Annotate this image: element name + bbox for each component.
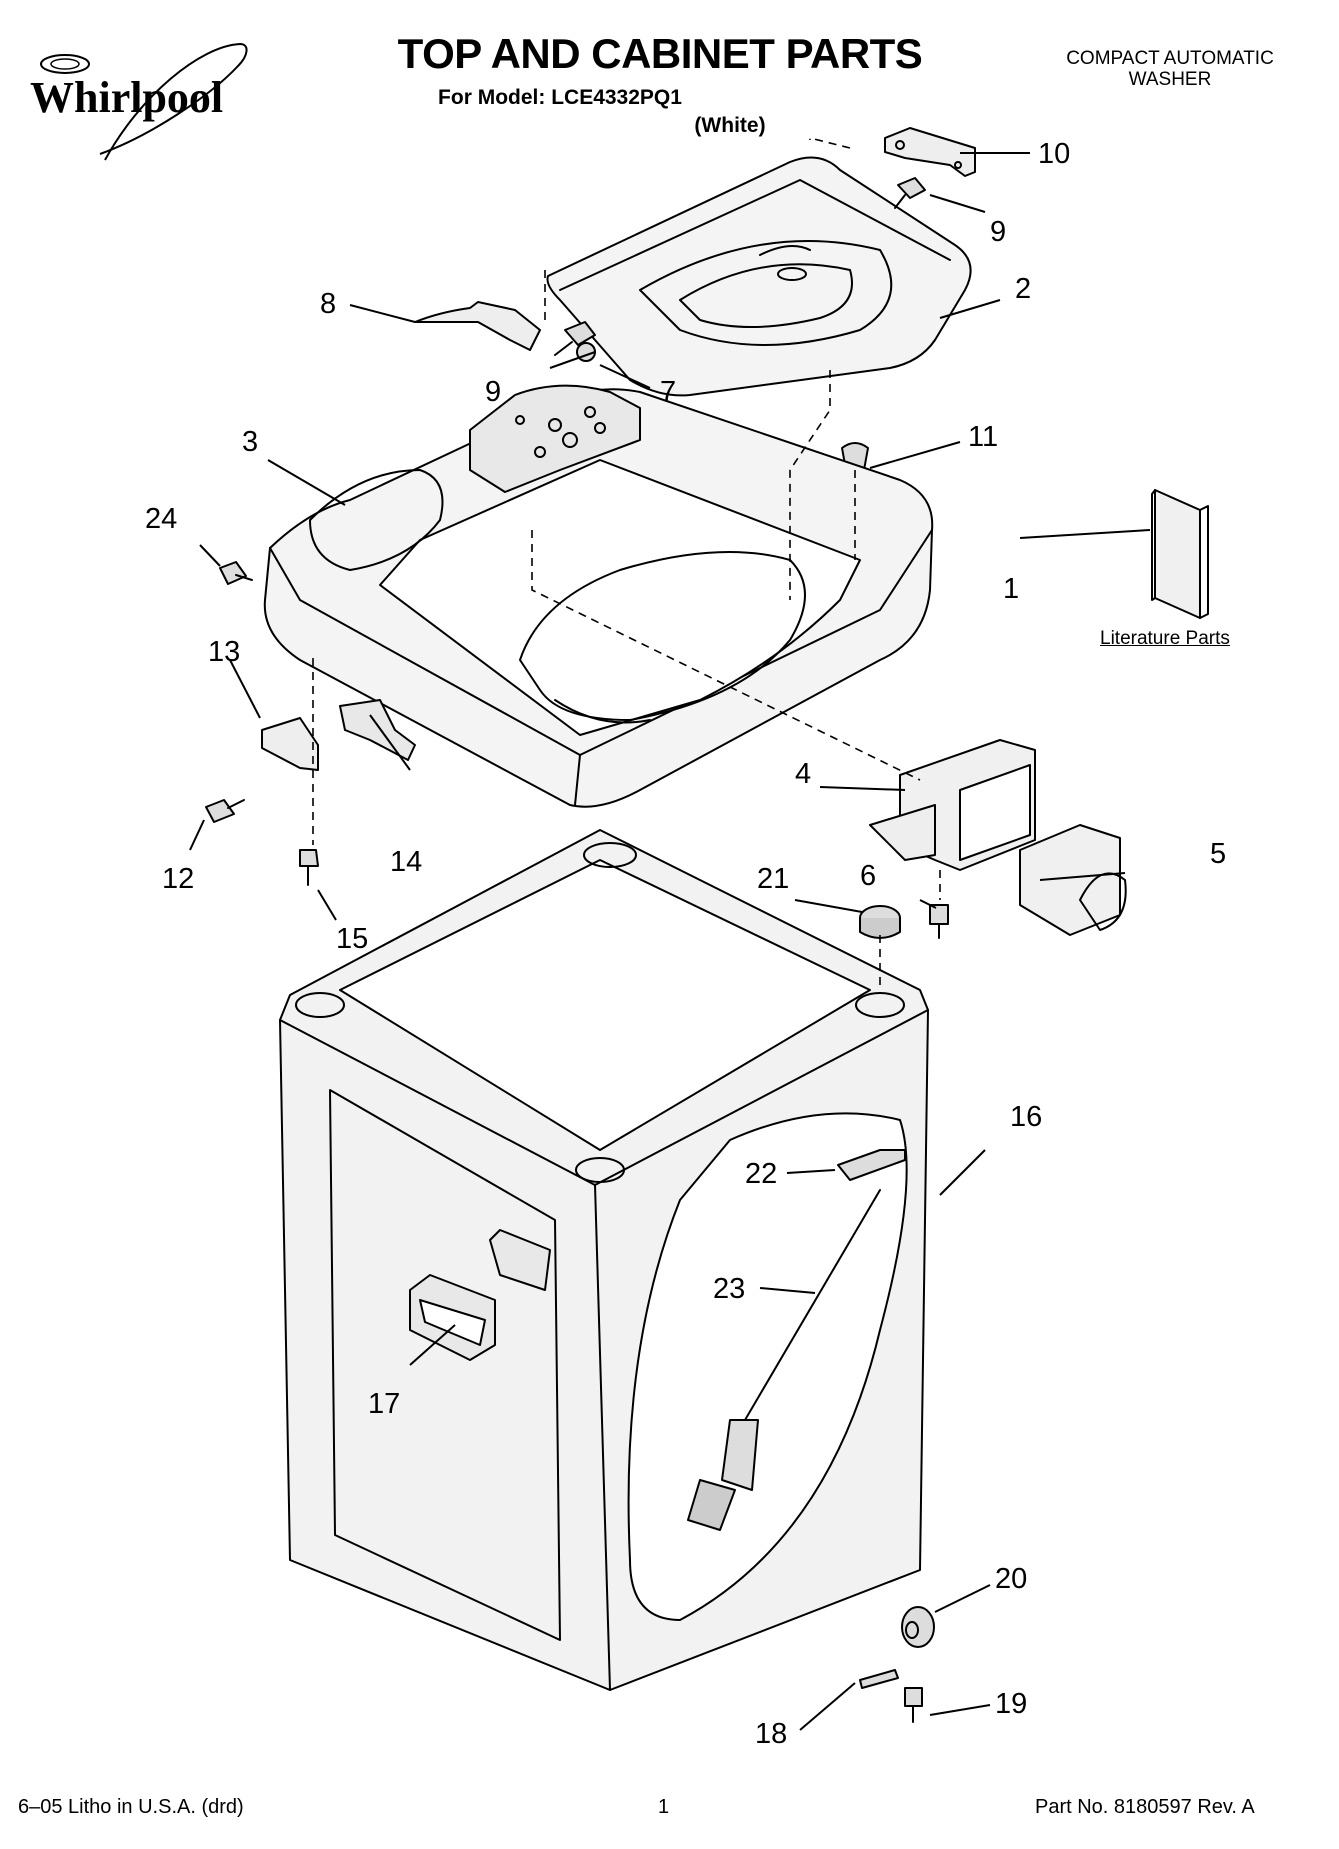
part-screw-6: [929, 904, 949, 939]
callout-19: 19: [995, 1688, 1028, 1720]
part-screw-12: [205, 799, 245, 823]
callout-1: 1: [1003, 573, 1020, 605]
callout-22: 22: [745, 1158, 778, 1190]
part-screw-24: [219, 561, 253, 585]
callout-2: 2: [1015, 273, 1032, 305]
part-top-panel: [263, 384, 934, 808]
part-literature-1: [1151, 489, 1209, 619]
part-screw-19: [904, 1687, 923, 1723]
part-dispenser-housing-4: [869, 739, 1036, 871]
footer-page-number: 1: [658, 1796, 670, 1818]
part-wheel-20: [901, 1606, 935, 1648]
callout-21: 21: [757, 863, 790, 895]
callout-10: 10: [1038, 138, 1071, 170]
part-screw-15: [299, 849, 319, 886]
part-dispenser-drawer-5: [1019, 824, 1127, 936]
part-lid: [546, 156, 972, 397]
part-snubber-21: [859, 905, 901, 939]
category-line-2: WASHER: [1128, 69, 1212, 90]
literature-parts-label: Literature Parts: [1100, 628, 1230, 649]
callout-5: 5: [1210, 838, 1227, 870]
callout-13: 13: [208, 636, 241, 668]
callout-14: 14: [390, 846, 423, 878]
part-hinge-pin-8: [414, 301, 541, 351]
part-cabinet-16: [279, 829, 929, 1691]
brand-wordmark: Whirlpool: [30, 73, 223, 122]
model-line: For Model: LCE4332PQ1: [438, 86, 682, 109]
part-hinge-10: [884, 127, 976, 177]
callout-16: 16: [1010, 1101, 1043, 1133]
callout-3: 3: [242, 426, 259, 458]
part-handle-17: [409, 1229, 551, 1361]
footer-litho: 6–05 Litho in U.S.A. (drd): [18, 1796, 244, 1818]
part-pin-18: [859, 1669, 899, 1689]
callout-24: 24: [145, 503, 178, 535]
category-line-1: COMPACT AUTOMATIC: [1066, 48, 1274, 69]
part-suspension-rod-23: [687, 1189, 881, 1531]
callout-18: 18: [755, 1718, 788, 1750]
model-variant: (White): [694, 114, 766, 137]
callout-15: 15: [336, 923, 369, 955]
part-bracket-13: [261, 717, 319, 771]
callout-7: 7: [660, 376, 677, 408]
callout-23: 23: [713, 1273, 746, 1305]
product-category: COMPACT AUTOMATIC WASHER: [1030, 48, 1310, 90]
callout-9-lower: 9: [485, 376, 502, 408]
part-suspension-22: [837, 1149, 906, 1181]
part-lid-switch-14: [339, 699, 416, 761]
callout-12: 12: [162, 863, 195, 895]
callout-4: 4: [795, 758, 812, 790]
callout-9-upper: 9: [990, 216, 1007, 248]
callout-6: 6: [860, 860, 877, 892]
whirlpool-logo: Whirlpool: [30, 42, 248, 161]
callout-20: 20: [995, 1563, 1028, 1595]
callout-8: 8: [320, 288, 337, 320]
callout-17: 17: [368, 1388, 401, 1420]
footer-part-number: Part No. 8180597 Rev. A: [1035, 1796, 1255, 1818]
callout-11: 11: [968, 421, 999, 453]
part-screw-9-upper: [894, 177, 926, 209]
page-title: TOP AND CABINET PARTS: [397, 30, 923, 77]
